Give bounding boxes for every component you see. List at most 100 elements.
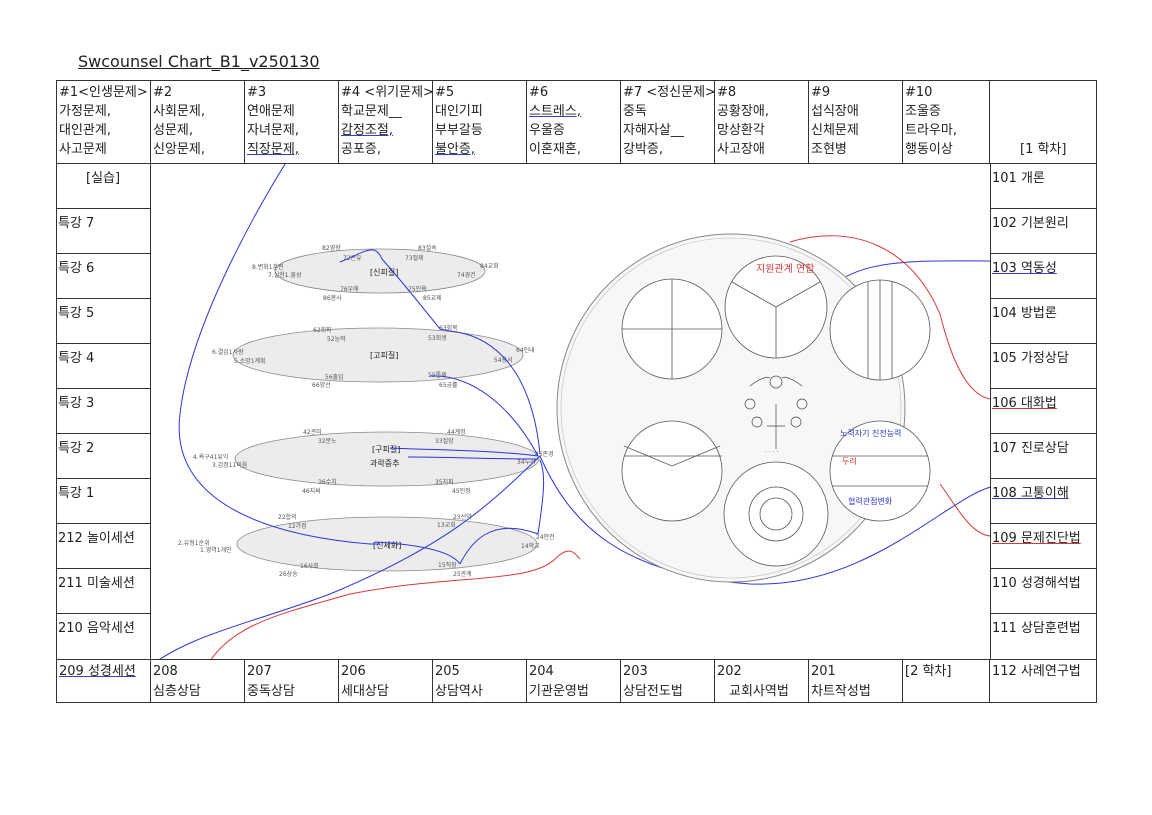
top-cell-line: 행동이상 [905,142,953,157]
node-label: 8.변화1훈련 [252,263,284,271]
node-label: 72은유 [343,255,362,262]
center-cluster-icons [744,375,808,449]
top-cell-9: #9 섭식장애 신체문제 조현병 [809,81,903,163]
top-cell-line [1020,102,1096,121]
right-row-label: 106 대화법 [992,396,1057,411]
node-label: 26상송 [279,570,298,578]
bottom-cell-term-2: [2 학차] [903,660,990,703]
bottom-cell-line: 상담전도법 [623,684,683,699]
top-cell-6: #6 스트레스, 우울증 이혼재혼, [527,81,621,163]
row-divider [990,478,1097,479]
node-label: 52능력 [327,335,346,343]
row-divider [56,253,150,254]
top-cell-1: #1<인생문제> 가정문제, 대인관계, 사고문제 [57,81,151,163]
chart-title: Swcounsel Chart_B1_v250130 [78,52,320,71]
ellipse-sublabel: 과락중추 [370,458,399,468]
node-label: 86봉사 [323,294,342,302]
wheel-note-red-right: 두려 [842,456,857,466]
right-row-107: 107 진로상담 [992,441,1069,456]
ellipse-somatization: [신체화] 22합의 12가정 23선약 13교회 2.유형1순위 1.영역1개… [178,513,555,578]
node-label: 15직장 [438,561,457,569]
node-label: 16사회 [300,562,319,570]
node-label: 25관계 [453,570,472,578]
top-cell-line: 조현병 [811,142,847,157]
bottom-cell-line: 차트작성법 [811,684,871,699]
node-label: 4.욕구41유익 [193,453,228,461]
top-cell-line: 조울증 [905,104,941,119]
bottom-cell-207: 207 중독상담 [245,660,339,703]
left-row-211: 211 미술세션 [58,576,135,591]
top-cell-line: [1 학차] [1020,142,1067,157]
node-label: 2.유형1순위 [178,539,210,547]
row-divider [56,208,150,209]
row-divider [56,478,150,479]
top-cell-line: #6 [529,85,549,100]
ellipse-archicortex: [구피질] 과락중추 42관미 32분노 44계정 33절망 45존경 34두려… [193,428,554,495]
row-divider [990,523,1097,524]
node-label: 65긍휼 [439,381,458,389]
right-row-106: 106 대화법 [992,392,1057,411]
left-row-210: 210 음악세션 [58,621,135,636]
chart-frame [56,80,1097,703]
top-cell-8: #8 공황장애, 망상환각 사고장애 [715,81,809,163]
node-label: 13교회 [437,521,456,529]
top-cell-7: #7 <정신문제> 중독 자해자살__ 강박증, [621,81,715,163]
bottom-cell-line: 기관운영법 [529,684,589,699]
left-row-special-3: 특강 3 [58,396,95,411]
node-label: 33절망 [435,437,454,445]
top-cell-line: 직장문제, [247,142,299,157]
top-cell-line: #9 [811,85,831,100]
wheel-diagram: · · · · [556,233,931,583]
ellipse-label: [고피질] [370,351,398,360]
node-label: 35지퍼 [435,478,454,486]
right-column-divider [990,163,991,660]
top-cell-line: 망상환각 [717,123,765,138]
top-cell-line: 강박증, [623,142,664,157]
left-row-practice: [실습] [86,171,121,186]
right-row-105: 105 가정상담 [992,351,1069,366]
bottom-cell-line: 세대상담 [341,684,389,699]
node-label: 14학교 [521,542,540,550]
node-label: 3.감정11미움 [212,461,248,469]
top-cell-line: #4 <위기문제> [341,85,433,100]
bottom-cell-line: 112 사례연구법 [992,664,1081,679]
top-cell-line: #2 [153,85,173,100]
top-cell-line: 감정조절, [341,123,393,138]
right-row-label: 103 역동성 [992,261,1057,276]
node-label: 7.실천1.흥성 [268,271,302,279]
node-label: 46지써 [302,487,321,495]
bottom-cell-label: 209 성경세션 [59,664,136,679]
row-divider [56,613,150,614]
top-cell-line: 대인관계, [59,123,111,138]
row-divider [56,523,150,524]
node-label: 44계정 [447,428,466,436]
right-row-110: 110 성경해석법 [992,576,1081,591]
top-cell-2: #2 사회문제, 성문제, 신앙문제, [151,81,245,163]
node-label: 63회복 [439,324,458,332]
bottom-cell-line: 203 [623,664,648,679]
wheel-note-blue-bottom: 협력관점변화 [848,496,893,506]
left-row-special-1: 특강 1 [58,486,95,501]
node-label: 1.영역1개인 [200,546,232,554]
bottom-cell-line: 201 [811,664,836,679]
left-row-212: 212 놀이세션 [58,531,135,546]
bottom-cell-line: 205 [435,664,460,679]
node-label: 74경건 [457,271,476,279]
node-label: 85교제 [423,294,442,302]
node-label: 6.결심1사랑 [212,348,244,356]
right-row-label: 108 고통이해 [992,486,1069,501]
bottom-cell-205: 205 상담역사 [433,660,527,703]
top-cell-line: 공황장애, [717,104,769,119]
top-cell-line: 학교문제__ [341,104,402,119]
right-row-label: 109 문제진단법 [992,531,1081,546]
row-divider [56,433,150,434]
node-label: 22합의 [278,513,297,521]
right-row-103: 103 역동성 [992,257,1057,276]
left-row-special-2: 특강 2 [58,441,95,456]
node-label: 5.소망1계획 [234,357,266,365]
left-row-special-4: 특강 4 [58,351,95,366]
node-label: 54용서 [494,356,513,364]
right-row-101: 101 개론 [992,171,1045,186]
top-cell-line: 트라우마, [905,123,957,138]
node-label: 53회생 [428,334,447,342]
